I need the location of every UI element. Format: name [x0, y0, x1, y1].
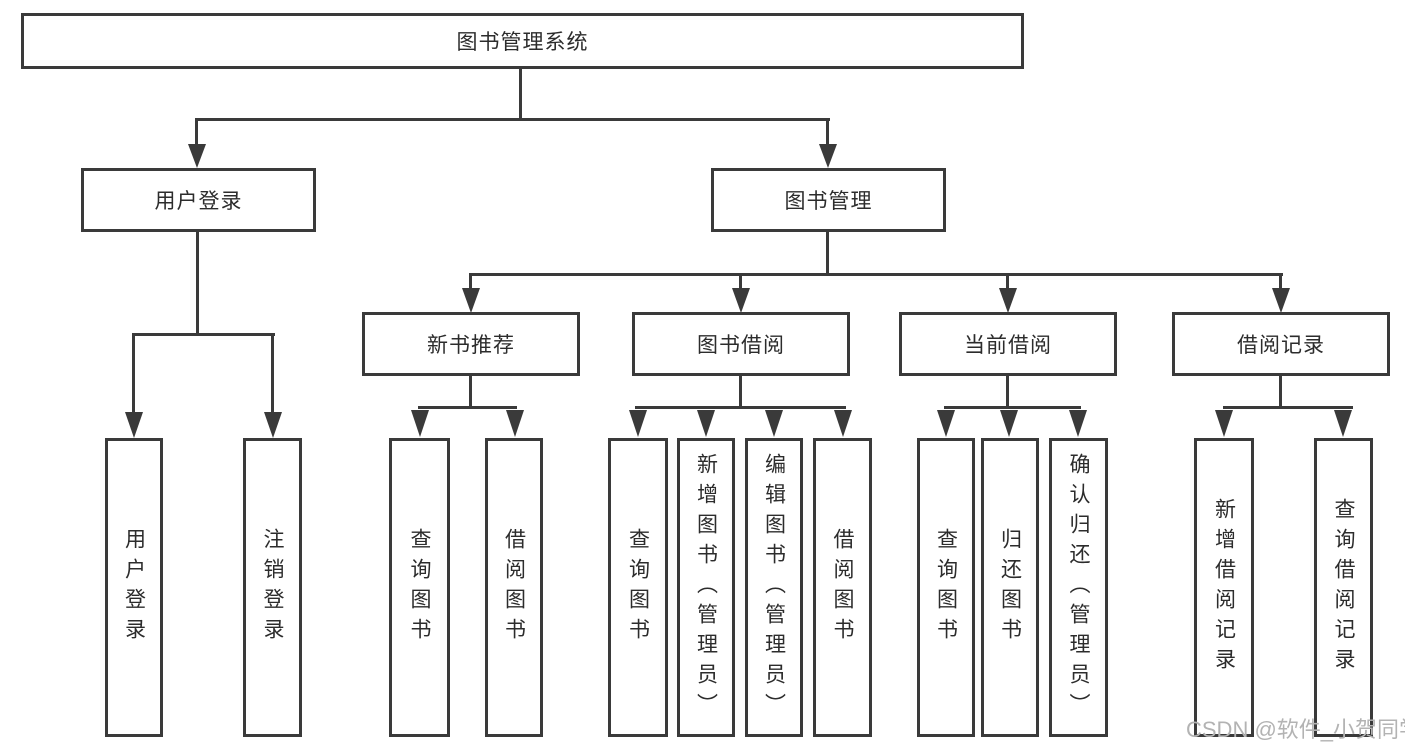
leaf-add-borrow-record: 新增借阅记录 — [1194, 438, 1254, 737]
connector-line — [519, 69, 522, 118]
leaf-logout: 注销登录 — [243, 438, 302, 737]
leaf-query-books-borrow: 查询图书 — [608, 438, 668, 737]
connector-line — [418, 406, 517, 409]
connector-line — [196, 232, 199, 336]
leaf-query-books-borrow-label: 查询图书 — [626, 527, 650, 648]
connector-line — [195, 118, 830, 121]
arrow-down-icon — [937, 410, 955, 437]
node-root: 图书管理系统 — [21, 13, 1024, 69]
arrow-down-icon — [1334, 410, 1352, 437]
leaf-return-book-label: 归还图书 — [998, 527, 1022, 648]
leaf-borrow-books-borrow: 借阅图书 — [813, 438, 872, 737]
arrow-down-icon — [765, 410, 783, 437]
leaf-edit-book-admin-label: 编辑图书（管理员） — [762, 452, 786, 723]
watermark: CSDN @软件_小贺同学 — [1186, 717, 1405, 742]
connector-line — [469, 376, 472, 409]
connector-line — [826, 232, 829, 276]
connector-line — [826, 118, 829, 148]
node-borrow-records-label: 借阅记录 — [1237, 334, 1325, 357]
leaf-add-book-admin-label: 新增图书（管理员） — [694, 452, 718, 723]
arrow-down-icon — [188, 144, 206, 168]
node-current-borrow-label: 当前借阅 — [964, 334, 1052, 357]
leaf-confirm-return-admin: 确认归还（管理员） — [1049, 438, 1108, 737]
leaf-return-book: 归还图书 — [981, 438, 1039, 737]
arrow-down-icon — [264, 412, 282, 438]
leaf-user-login-label: 用户登录 — [122, 527, 146, 648]
arrow-down-icon — [697, 410, 715, 437]
leaf-query-books-recommend: 查询图书 — [389, 438, 450, 737]
arrow-down-icon — [125, 412, 143, 438]
leaf-add-book-admin: 新增图书（管理员） — [677, 438, 735, 737]
arrow-down-icon — [411, 410, 429, 437]
arrow-down-icon — [1000, 410, 1018, 437]
leaf-add-borrow-record-label: 新增借阅记录 — [1212, 497, 1236, 678]
leaf-user-login: 用户登录 — [105, 438, 163, 737]
leaf-query-books-current: 查询图书 — [917, 438, 975, 737]
connector-line — [635, 406, 846, 409]
node-book-management: 图书管理 — [711, 168, 946, 232]
leaf-borrow-books-recommend: 借阅图书 — [485, 438, 543, 737]
connector-line — [1279, 376, 1282, 409]
connector-line — [1006, 376, 1009, 409]
connector-line — [739, 376, 742, 409]
leaf-query-books-current-label: 查询图书 — [934, 527, 958, 648]
arrow-down-icon — [462, 288, 480, 313]
node-current-borrow: 当前借阅 — [899, 312, 1117, 376]
node-book-management-label: 图书管理 — [784, 190, 873, 213]
leaf-query-borrow-record: 查询借阅记录 — [1314, 438, 1373, 737]
arrow-down-icon — [1069, 410, 1087, 437]
arrow-down-icon — [1272, 288, 1290, 313]
connector-line — [944, 406, 1081, 409]
leaf-borrow-books-borrow-label: 借阅图书 — [831, 527, 854, 648]
arrow-down-icon — [629, 410, 647, 437]
arrow-down-icon — [834, 410, 852, 437]
leaf-edit-book-admin: 编辑图书（管理员） — [745, 438, 803, 737]
node-user-login-label: 用户登录 — [154, 190, 243, 213]
node-book-borrow: 图书借阅 — [632, 312, 850, 376]
arrow-down-icon — [999, 288, 1017, 313]
node-book-borrow-label: 图书借阅 — [697, 334, 785, 357]
connector-line — [132, 333, 275, 336]
leaf-logout-label: 注销登录 — [261, 527, 284, 648]
node-new-book-recommend-label: 新书推荐 — [427, 334, 515, 357]
connector-line — [1006, 273, 1009, 291]
leaf-confirm-return-admin-label: 确认归还（管理员） — [1067, 452, 1090, 723]
node-new-book-recommend: 新书推荐 — [362, 312, 580, 376]
connector-line — [469, 273, 472, 291]
connector-line — [132, 333, 135, 415]
arrow-down-icon — [506, 410, 524, 437]
connector-line — [469, 273, 1283, 276]
node-user-login: 用户登录 — [81, 168, 316, 232]
connector-line — [195, 118, 198, 148]
arrow-down-icon — [819, 144, 837, 168]
node-root-label: 图书管理系统 — [456, 31, 589, 54]
leaf-borrow-books-recommend-label: 借阅图书 — [502, 527, 526, 648]
arrow-down-icon — [732, 288, 750, 313]
node-borrow-records: 借阅记录 — [1172, 312, 1390, 376]
arrow-down-icon — [1215, 410, 1233, 437]
connector-line — [1223, 406, 1353, 409]
connector-line — [1279, 273, 1282, 291]
leaf-query-books-recommend-label: 查询图书 — [408, 527, 431, 648]
connector-line — [739, 273, 742, 291]
leaf-query-borrow-record-label: 查询借阅记录 — [1332, 497, 1355, 678]
connector-line — [271, 333, 274, 415]
